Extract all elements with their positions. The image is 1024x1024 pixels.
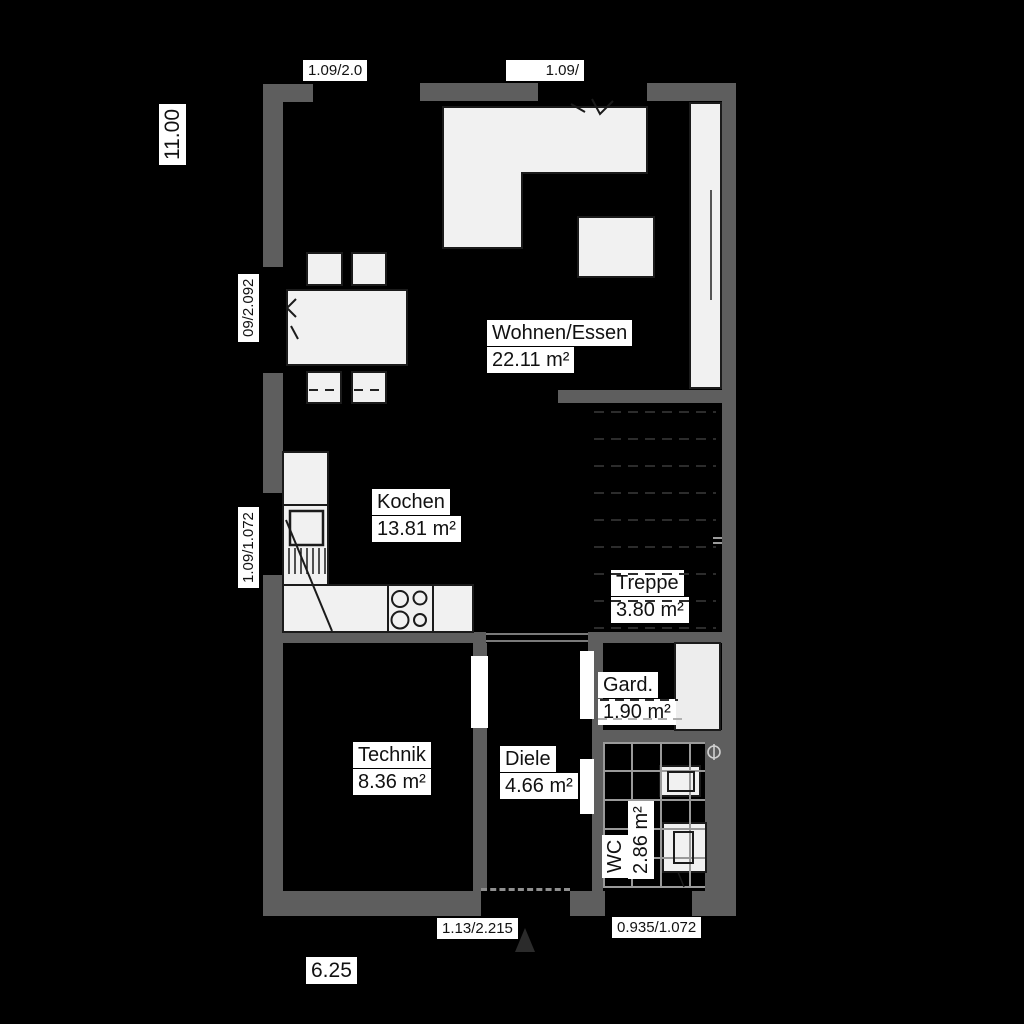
dining-table xyxy=(286,289,408,366)
wall-left-upper xyxy=(263,84,283,267)
table-decor-mark xyxy=(290,325,299,340)
room-area: 4.66 m² xyxy=(500,773,578,799)
wardrobe xyxy=(674,642,721,731)
wall-bottom-middle xyxy=(570,891,605,916)
room-name: Gard. xyxy=(598,672,659,698)
room-label-wc-name: WC xyxy=(602,834,628,878)
wall-right xyxy=(722,83,736,916)
dim-window-left-upper: 09/2.092 xyxy=(238,273,259,342)
table-decor-mark xyxy=(285,298,297,318)
kitchen-counter xyxy=(282,584,474,633)
room-label-gard: Gard. 1.90 m² xyxy=(598,672,676,726)
door-technik xyxy=(471,656,488,728)
wall-kochen-technik xyxy=(263,632,486,643)
wc-drain-line xyxy=(677,871,685,888)
room-name: Treppe xyxy=(611,570,684,596)
wc-toilet xyxy=(662,822,707,873)
coffee-table xyxy=(577,216,655,278)
wall-bottom-right xyxy=(692,891,736,916)
wall-top-middle xyxy=(420,83,538,101)
entrance-door-dashes xyxy=(481,888,570,891)
room-area: 22.11 m² xyxy=(487,347,575,373)
dim-total-width: 6.25 xyxy=(306,957,357,984)
room-label-wc-area: 2.86 m² xyxy=(628,801,654,879)
door-gard xyxy=(580,651,594,719)
burner xyxy=(412,590,428,606)
wall-wc-installation xyxy=(705,742,722,891)
wall-top-right xyxy=(647,83,736,101)
burner xyxy=(391,590,409,608)
room-area: 8.36 m² xyxy=(353,769,431,795)
sofa-decor-mark xyxy=(570,103,586,113)
kitchen-diagonal-line xyxy=(285,519,333,632)
dim-window-top-left: 1.09/2.0 xyxy=(303,60,368,81)
sofa-decor-mark xyxy=(591,98,614,116)
wall-gard-wc xyxy=(592,730,722,742)
wc-sink-basin xyxy=(667,771,695,792)
room-label-diele: Diele 4.66 m² xyxy=(500,746,578,800)
room-label-treppe: Treppe 3.80 m² xyxy=(611,570,689,624)
passage-threshold-bottom xyxy=(486,640,588,642)
dim-wc-window: 0.935/1.072 xyxy=(612,917,702,938)
chair xyxy=(351,252,387,286)
dim-window-top-right: 1.09/ xyxy=(506,60,584,81)
burner xyxy=(390,610,410,630)
door-wc xyxy=(580,759,594,814)
dim-total-height: 11.00 xyxy=(159,104,186,165)
wall-treppe-gard xyxy=(588,632,722,643)
pipe-symbol-icon xyxy=(707,744,721,760)
wall-bottom-left xyxy=(263,891,481,916)
sofa xyxy=(442,106,648,249)
room-area: 3.80 m² xyxy=(611,597,689,623)
chair xyxy=(306,252,343,286)
chair xyxy=(306,371,342,404)
kitchen-cabinet xyxy=(282,451,329,506)
stair-wall-mark xyxy=(713,537,722,544)
entrance-arrow-icon xyxy=(515,928,535,952)
room-area: 1.90 m² xyxy=(598,699,676,725)
room-name: Wohnen/Essen xyxy=(487,320,633,346)
room-area: 13.81 m² xyxy=(372,516,461,542)
room-label-kochen: Kochen 13.81 m² xyxy=(372,489,461,543)
room-label-technik: Technik 8.36 m² xyxy=(353,742,431,796)
room-name: Technik xyxy=(353,742,431,768)
chair xyxy=(351,371,387,404)
wall-wohnen-treppe xyxy=(558,390,722,403)
room-label-wohnen: Wohnen/Essen 22.11 m² xyxy=(487,320,633,374)
room-name: Kochen xyxy=(372,489,450,515)
sideboard xyxy=(689,102,722,389)
wall-left-middle xyxy=(263,373,283,493)
dim-entrance-door: 1.13/2.215 xyxy=(437,918,518,939)
wall-diele-gard-wc xyxy=(592,643,603,891)
wall-top-left-corner xyxy=(263,84,313,102)
wall-left-lower xyxy=(263,575,283,916)
passage-threshold-top xyxy=(486,633,588,635)
room-name: Diele xyxy=(500,746,556,772)
burner xyxy=(413,613,427,627)
dim-window-left-lower: 1.09/1.072 xyxy=(238,507,259,588)
wc-toilet-bowl xyxy=(673,831,694,864)
